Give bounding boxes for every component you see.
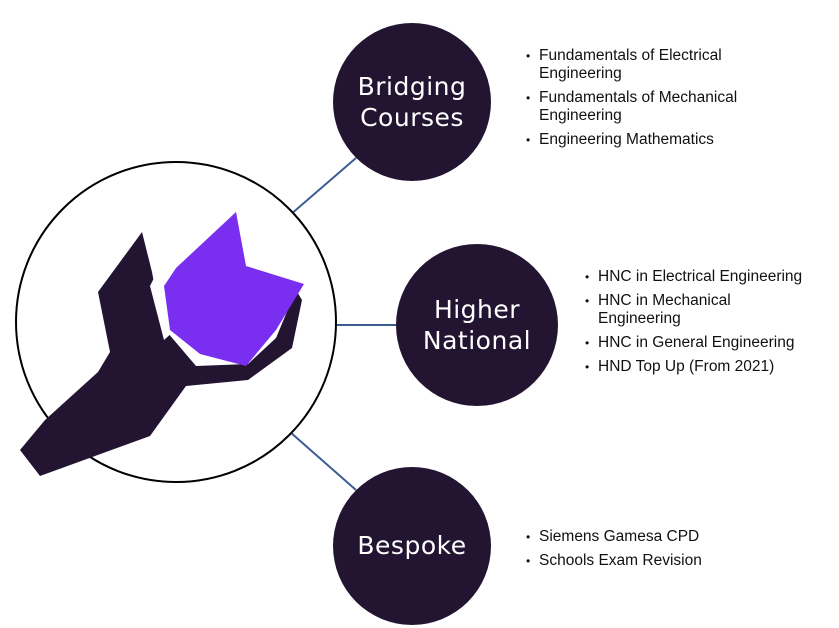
- node-bespoke: Bespoke: [333, 467, 491, 625]
- list-item: Fundamentals of Mechanical Engineering: [526, 89, 781, 125]
- list-item: Siemens Gamesa CPD: [526, 528, 781, 546]
- list-higher-national: HNC in Electrical Engineering HNC in Mec…: [585, 268, 837, 382]
- node-title-bespoke: Bespoke: [357, 531, 467, 561]
- node-higher-national: Higher National: [396, 244, 558, 406]
- node-bridging-courses: Bridging Courses: [333, 23, 491, 181]
- list-item: Engineering Mathematics: [526, 131, 781, 149]
- list-item: HND Top Up (From 2021): [585, 358, 837, 376]
- list-item: Fundamentals of Electrical Engineering: [526, 47, 781, 83]
- connector-bespoke: [289, 431, 357, 491]
- connector-bridging: [289, 157, 357, 216]
- list-item: HNC in Electrical Engineering: [585, 268, 837, 286]
- list-item: HNC in General Engineering: [585, 334, 837, 352]
- list-item: HNC in Mechanical Engineering: [585, 292, 788, 328]
- node-title-bridging-courses: Bridging Courses: [357, 71, 467, 132]
- list-bridging-courses: Fundamentals of Electrical Engineering F…: [526, 47, 781, 155]
- list-bespoke: Siemens Gamesa CPD Schools Exam Revision: [526, 528, 781, 576]
- wrench-icon: [20, 212, 304, 476]
- node-title-higher-national: Higher National: [422, 294, 532, 355]
- list-item: Schools Exam Revision: [526, 552, 781, 570]
